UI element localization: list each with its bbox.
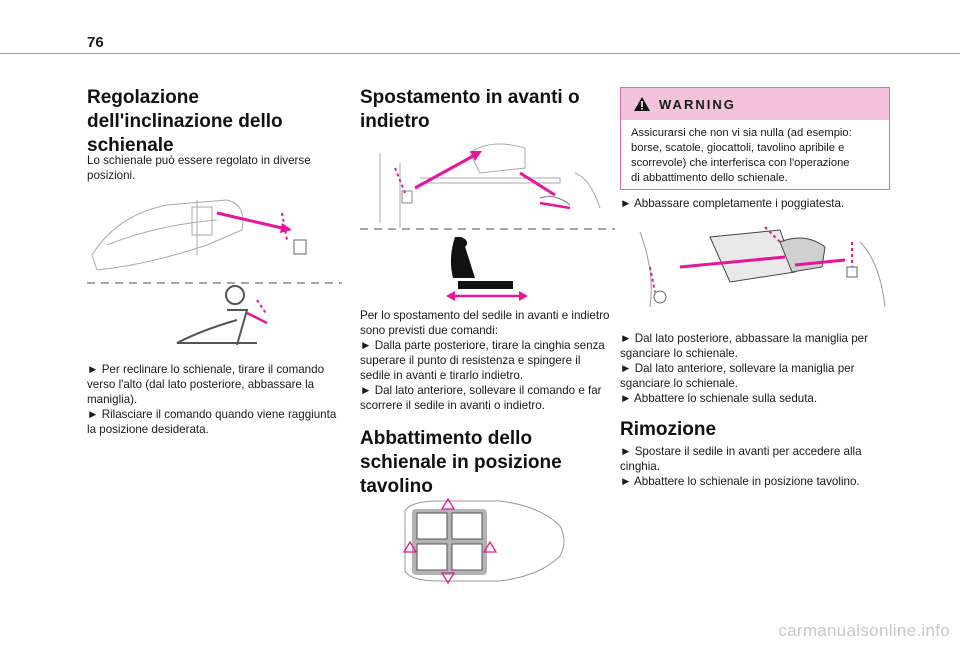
title-line: tavolino: [360, 476, 433, 497]
warning-box: WARNING Assicurarsi che non vi sia nulla…: [620, 87, 890, 190]
text-line: ► Dal lato posteriore, abbassare la mani…: [620, 332, 868, 345]
title-line: Regolazione: [87, 87, 199, 108]
instructions-text: Per lo spostamento del sedile in avanti …: [360, 308, 622, 413]
section-title-inclinazione: Regolazione dell'inclinazione dello schi…: [87, 86, 283, 158]
title-line: schienale: [87, 135, 174, 156]
text-line: scorrere il sedile in avanti o indietro.: [360, 399, 545, 412]
title-line: schienale in posizione: [360, 452, 562, 473]
text-line: maniglia).: [87, 393, 138, 406]
section-title-abbattimento: Abbattimento dello schienale in posizion…: [360, 427, 562, 499]
text-line: sganciare lo schienale.: [620, 347, 738, 360]
text-line: verso l'alto (dal lato posteriore, abbas…: [87, 378, 315, 391]
section-title-rimozione: Rimozione: [620, 419, 717, 440]
warning-header: WARNING: [621, 88, 889, 120]
text-line: ► Dalla parte posteriore, tirare la cing…: [360, 339, 605, 352]
warning-icon: [634, 97, 650, 111]
title-line: Abbattimento dello: [360, 428, 533, 449]
title-line: Spostamento in avanti o: [360, 87, 580, 108]
text-line: ► Rilasciare il comando quando viene rag…: [87, 408, 337, 421]
text-line: posizioni.: [87, 169, 136, 182]
instructions-text: ► Per reclinare lo schienale, tirare il …: [87, 362, 349, 437]
page-number: 76: [87, 34, 104, 51]
text-line: ► Dal lato anteriore, sollevare la manig…: [620, 362, 855, 375]
header-rule: [0, 53, 960, 54]
seat-recline-illustration: [87, 199, 342, 346]
title-line: dell'inclinazione dello: [87, 111, 283, 132]
watermark: carmanualsonline.info: [778, 621, 950, 640]
text-line: Lo schienale può essere regolato in dive…: [87, 154, 311, 167]
text-line: ► Per reclinare lo schienale, tirare il …: [87, 363, 325, 376]
intro-text: Lo schienale può essere regolato in dive…: [87, 153, 345, 183]
text-line: ► Spostare il sedile in avanti per acced…: [620, 445, 862, 458]
instructions-text: ► Dal lato posteriore, abbassare la mani…: [620, 331, 890, 406]
text-line: superare il punto di resistenza e spinge…: [360, 354, 581, 367]
text-line: scorrevole) che interferisca con l'opera…: [631, 157, 850, 169]
text-line: sganciare lo schienale.: [620, 377, 738, 390]
step-headrest: ► Abbassare completamente i poggiatesta.: [620, 197, 845, 210]
text-line: Per lo spostamento del sedile in avanti …: [360, 309, 610, 322]
text-line: sedile in avanti e tirarlo indietro.: [360, 369, 524, 382]
text-line: cinghia.: [620, 460, 660, 473]
text-line: ► Abbattere lo schienale in posizione ta…: [620, 475, 860, 488]
text-line: ► Abbattere lo schienale sulla seduta.: [620, 392, 818, 405]
text-line: sono previsti due comandi:: [360, 324, 498, 337]
section-title-spostamento: Spostamento in avanti o indietro: [360, 86, 580, 134]
text-line: Assicurarsi che non vi sia nulla (ad ese…: [631, 127, 852, 139]
removal-text: ► Spostare il sedile in avanti per acced…: [620, 444, 890, 489]
warning-title: WARNING: [659, 96, 736, 112]
text-line: ► Dal lato anteriore, sollevare il coman…: [360, 384, 602, 397]
vehicle-topview-illustration: [402, 497, 565, 585]
backrest-fold-illustration: [639, 226, 886, 308]
title-line: indietro: [360, 111, 430, 132]
text-line: di abbattimento dello schienale.: [631, 172, 788, 184]
text-line: la posizione desiderata.: [87, 423, 209, 436]
text-line: borse, scatole, giocattoli, tavolino apr…: [631, 142, 845, 154]
seat-slide-illustration: [360, 143, 615, 301]
warning-body: Assicurarsi che non vi sia nulla (ad ese…: [621, 120, 889, 192]
